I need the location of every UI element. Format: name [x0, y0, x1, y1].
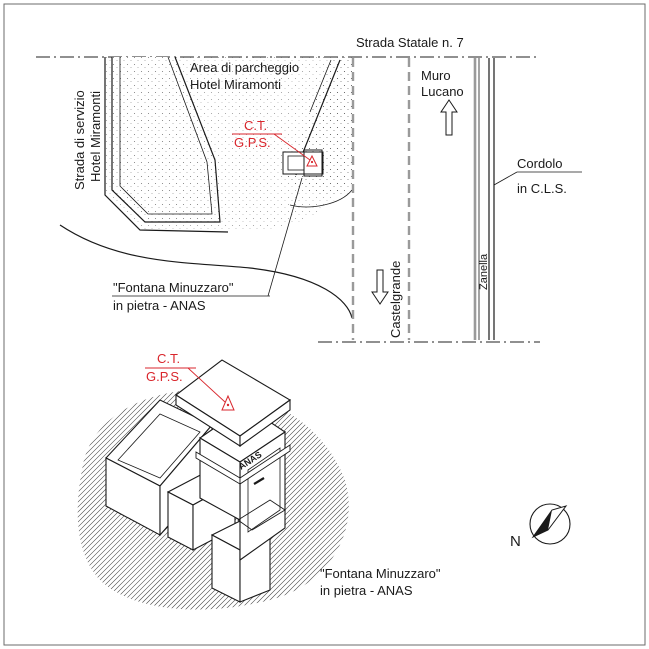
hatch-line: [77, 389, 86, 610]
top-slab: [175, 359, 292, 448]
hatch-line: [0, 380, 15, 620]
sheet-frame: [3, 3, 646, 646]
hatch-line: [77, 389, 161, 610]
hatch-line: [77, 389, 96, 610]
hatch-line: [77, 389, 171, 610]
plan-view: Strada Statale n. 7 Strada di servizio H…: [36, 35, 582, 343]
detail-gps-label: G.P.S.: [146, 369, 183, 384]
hatch-line: [77, 389, 151, 610]
plan-gps-label: G.P.S.: [234, 135, 271, 150]
hatch-line: [380, 380, 620, 620]
gutter-label: Zanella: [478, 253, 490, 290]
parking-curve: [289, 189, 353, 208]
road-curve: [59, 224, 353, 319]
hatch-line: [169, 389, 349, 610]
detail-ct-label: C.T.: [157, 351, 180, 366]
island-outline-outer: [111, 56, 221, 223]
parking-boundary-inner: [309, 59, 332, 113]
compass-needle-fill: [533, 510, 552, 537]
hatch-line: [390, 380, 630, 620]
hatch-line: [254, 389, 349, 610]
road-label: Strada Statale n. 7: [356, 35, 464, 50]
island-outline-inner: [119, 56, 213, 215]
curb-label-leader: [493, 171, 518, 186]
compass-circle: [529, 503, 571, 545]
north-label: N: [510, 533, 521, 550]
detail-fountain-label-2: in pietra - ANAS: [320, 583, 413, 598]
hatch-line: [77, 389, 121, 610]
curb-label-1: Cordolo: [517, 156, 563, 171]
service-road-edge: [104, 57, 229, 233]
hatch-line: [77, 389, 166, 610]
plan-fountain-label-1: "Fontana Minuzzaro": [113, 280, 234, 295]
hatch-line: [77, 389, 81, 610]
hatch-line: [395, 380, 635, 620]
hatch-line: [0, 380, 50, 620]
hatch-line: [259, 389, 349, 610]
hatch-line: [400, 380, 640, 620]
hatch-line: [450, 380, 649, 620]
hatch-line: [244, 389, 349, 610]
hatch-line: [0, 380, 75, 620]
hatch-line: [239, 389, 349, 610]
fountain-label-leader: [267, 177, 303, 297]
hatch-line: [234, 389, 349, 610]
town-north-label-2: Lucano: [421, 84, 464, 99]
hatch-line: [445, 380, 649, 620]
hatch-line: [269, 389, 349, 610]
hatch-line: [77, 389, 91, 610]
plan-ct-label: C.T.: [244, 118, 267, 133]
hatch-line: [264, 389, 349, 610]
hatch-line: [0, 380, 40, 620]
parking-label-1: Area di parcheggio: [190, 60, 299, 75]
hatch-line: [455, 380, 649, 620]
spout: [253, 477, 265, 485]
hatch-line: [77, 389, 116, 610]
hatch-line: [440, 380, 649, 620]
hatch-line: [420, 380, 649, 620]
hatch-line: [405, 380, 645, 620]
survey-triangle-icon: [306, 154, 318, 167]
ct-gps-leader: [273, 133, 311, 161]
town-south-label: Castelgrande: [388, 261, 403, 338]
fountain-plan-symbol: [282, 149, 324, 177]
hatch-line: [77, 389, 156, 610]
fountain-isometric-view: ANAS C.T. G.P.S. "Fontana Minuzzaro" in …: [0, 351, 649, 620]
hatch-line: [430, 380, 649, 620]
detail-ct-gps-leader: [187, 367, 226, 403]
hatch-line: [0, 380, 65, 620]
island-stipple: [112, 57, 220, 222]
north-compass: N: [510, 503, 571, 550]
hatch-line: [435, 380, 649, 620]
hatch-line: [0, 380, 45, 620]
hatch-line: [0, 380, 35, 620]
arrow-up-icon: [440, 99, 458, 136]
detail-survey-triangle-icon: [221, 394, 235, 411]
hatch-line: [0, 380, 10, 620]
hatch-line: [77, 389, 176, 610]
hatch-line: [410, 380, 649, 620]
service-road-label-2: Hotel Miramonti: [88, 91, 103, 182]
hatch-line: [385, 380, 625, 620]
hatch-line: [0, 380, 20, 620]
hatch-line: [0, 380, 60, 620]
detail-fountain-label-1: "Fontana Minuzzaro": [320, 566, 441, 581]
hatch-line: [249, 389, 349, 610]
plan-fountain-label-2: in pietra - ANAS: [113, 298, 206, 313]
service-road-label-1: Strada di servizio: [72, 90, 87, 190]
hatch-line: [0, 380, 55, 620]
hatch-line: [77, 389, 181, 610]
parking-label-2: Hotel Miramonti: [190, 77, 281, 92]
town-north-label-1: Muro: [421, 68, 451, 83]
hatch-line: [415, 380, 649, 620]
hatch-line: [77, 389, 106, 610]
hatch-line: [77, 389, 111, 610]
hatch-line: [425, 380, 649, 620]
arrow-down-icon: [371, 269, 389, 305]
hatch-line: [0, 380, 70, 620]
curb-label-2: in C.L.S.: [517, 181, 567, 196]
